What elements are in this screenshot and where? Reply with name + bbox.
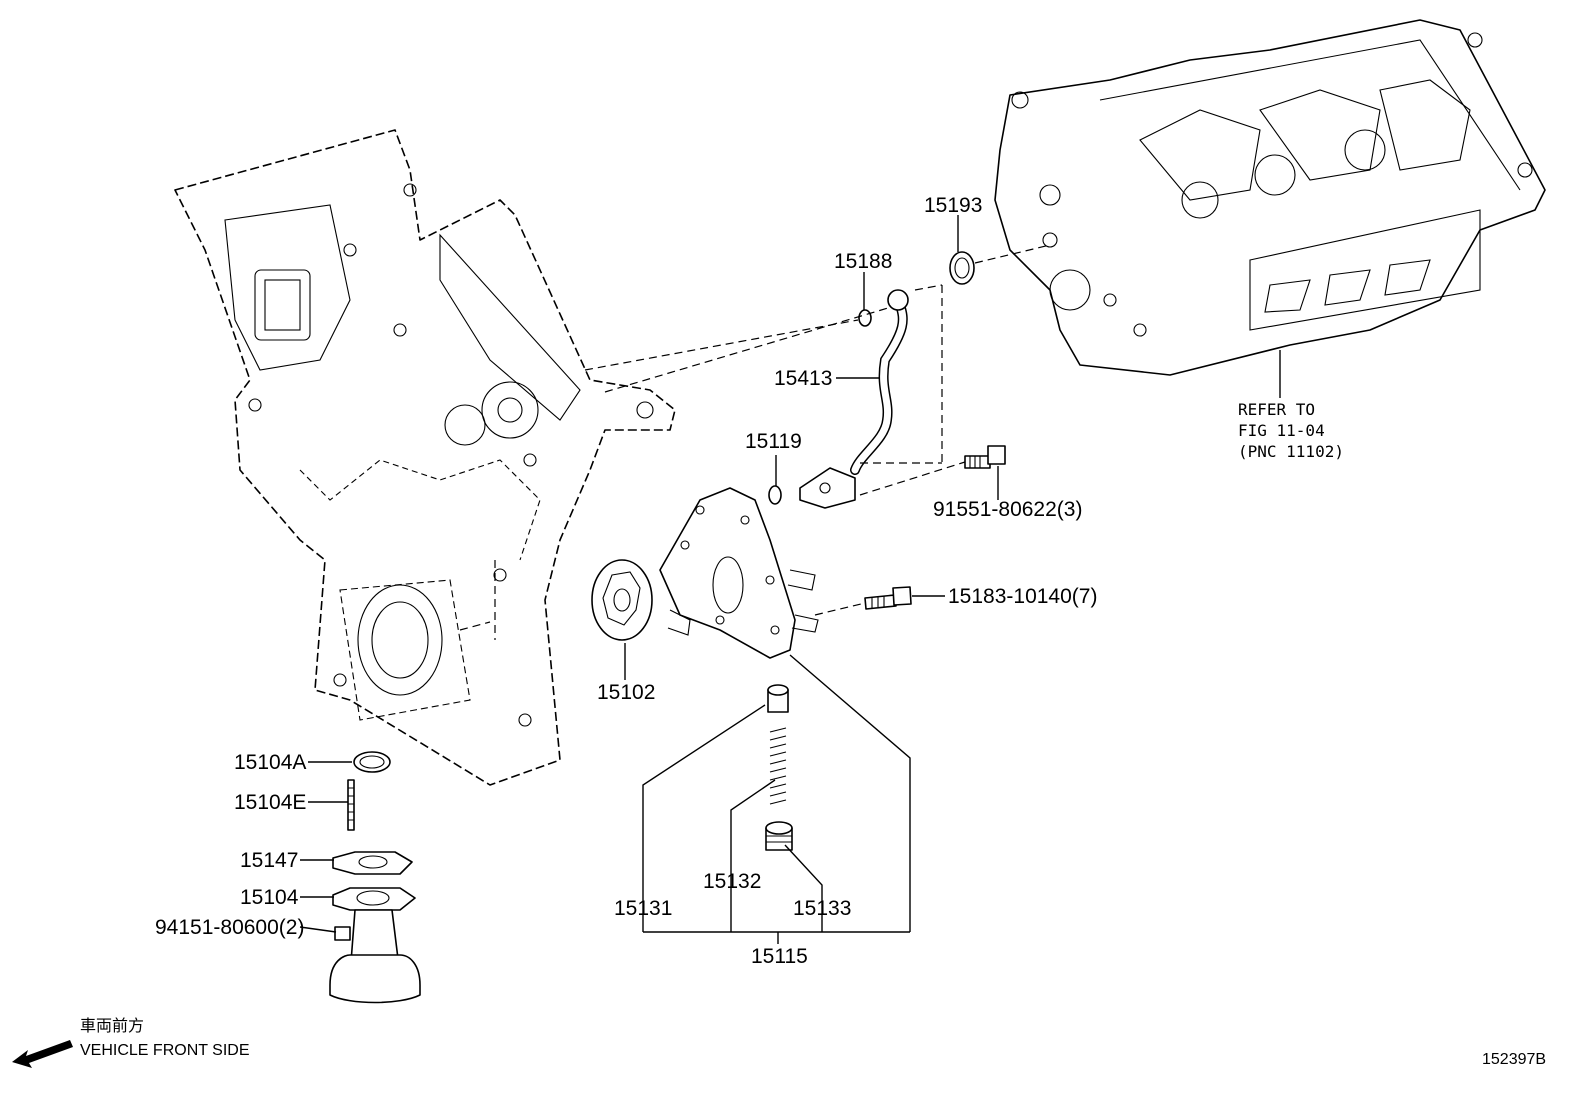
label-15413: 15413 [774,367,832,390]
label-15147: 15147 [240,849,298,872]
label-15104e: 15104E [234,791,306,814]
label-15119: 15119 [745,430,802,453]
label-15183-10140: 15183-10140(7) [948,585,1097,608]
oil-pump-body-drawing [659,487,819,659]
refer-line-3: (PNC 11102) [1238,442,1344,461]
part-labels: 15193 15188 15413 15119 91551-80622(3) 1… [155,194,1097,968]
label-91551-80622: 91551-80622(3) [933,498,1082,521]
bolt-91551-drawing [964,445,1006,469]
label-15131: 15131 [614,897,672,920]
oil-strainer-drawing [329,751,421,1004]
oil-pump-rotor-drawing [591,559,653,641]
bolt-15183-drawing [864,586,912,610]
o-ring-15193-drawing [949,251,975,285]
label-15104: 15104 [240,886,299,909]
label-15104a: 15104A [234,751,306,774]
label-15193: 15193 [924,194,982,217]
leader-lines [299,215,1281,944]
label-15188: 15188 [834,250,892,273]
label-15102: 15102 [597,681,655,704]
o-ring-15188-drawing [858,309,872,327]
label-15115: 15115 [751,945,808,968]
vehicle-front-indicator: 車両前方 VEHICLE FRONT SIDE [12,1017,250,1068]
direction-english: VEHICLE FRONT SIDE [80,1042,250,1059]
refer-line-1: REFER TO [1238,400,1315,419]
relief-valve-drawing [765,684,793,851]
label-94151-80600: 94151-80600(2) [155,916,304,939]
label-15133: 15133 [793,897,851,920]
oil-pipe-drawing [799,289,909,509]
o-ring-15119-drawing [768,485,782,505]
guide-lines [459,244,1051,640]
figure-id: 152397B [1482,1051,1546,1068]
label-15132: 15132 [703,870,761,893]
cylinder-head-drawing [994,19,1546,376]
refer-line-2: FIG 11-04 [1238,421,1325,440]
direction-japanese: 車両前方 [80,1017,144,1035]
front-arrow-icon [12,1040,73,1068]
refer-note: REFER TO FIG 11-04 (PNC 11102) [1238,400,1344,461]
timing-cover-drawing [174,129,676,786]
